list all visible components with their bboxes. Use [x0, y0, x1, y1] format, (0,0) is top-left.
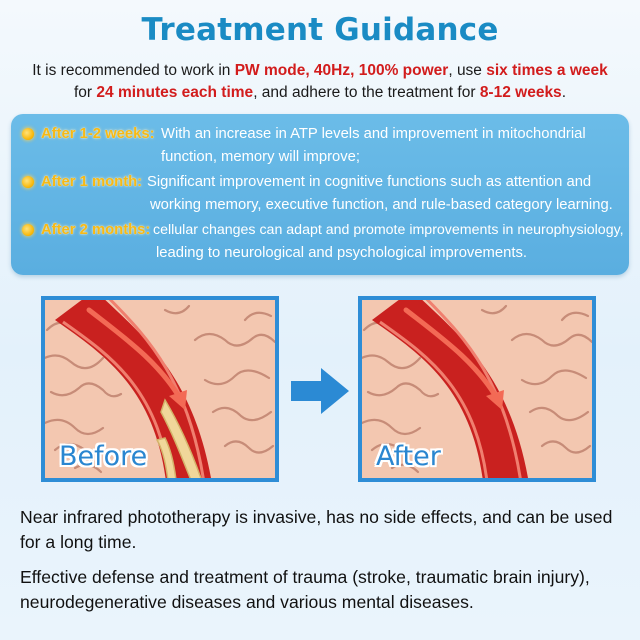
brain-vessel-clear-illustration: [362, 300, 592, 478]
arrow-right-icon: [291, 368, 349, 414]
before-caption: Before: [59, 441, 148, 472]
sun-bullet-icon: [22, 128, 34, 140]
step-text-line2: function, memory will improve;: [161, 149, 360, 165]
intro-text: It is recommended to work in PW mode, 40…: [20, 60, 620, 104]
before-image: Before: [41, 296, 279, 482]
intro-highlight-duration: 24 minutes each time: [96, 84, 254, 101]
intro-text-2: , use: [448, 62, 487, 79]
intro-text-5: .: [561, 84, 566, 101]
step-text-line1: cellular changes can adapt and promote i…: [153, 222, 624, 238]
step-text-line1: With an increase in ATP levels and impro…: [161, 126, 586, 142]
intro-highlight-frequency: six times a week: [486, 62, 608, 79]
after-caption: After: [376, 441, 441, 472]
sun-bullet-icon: [22, 224, 34, 236]
step-label: After 1 month:: [41, 174, 143, 190]
step-label: After 1-2 weeks:: [41, 126, 155, 142]
page-title: Treatment Guidance: [141, 12, 499, 48]
sun-bullet-icon: [22, 176, 34, 188]
intro-highlight-mode: PW mode, 40Hz, 100% power: [234, 62, 449, 79]
footer-paragraph-1: Near infrared phototherapy is invasive, …: [20, 507, 613, 552]
intro-text-4: , and adhere to the treatment for: [253, 84, 480, 101]
footer-paragraph-2: Effective defense and treatment of traum…: [20, 567, 590, 612]
step-text-line2: leading to neurological and psychologica…: [156, 245, 527, 261]
timeline-panel: After 1-2 weeks: With an increase in ATP…: [11, 114, 629, 275]
after-image: After: [358, 296, 596, 482]
intro-text-3: for: [73, 84, 97, 101]
intro-text-1: It is recommended to work in: [32, 62, 235, 79]
brain-vessel-blocked-illustration: [45, 300, 275, 478]
step-text-line1: Significant improvement in cognitive fun…: [147, 174, 592, 190]
step-label: After 2 months:: [41, 222, 151, 238]
intro-highlight-weeks: 8-12 weeks: [479, 84, 562, 101]
step-text-line2: working memory, executive function, and …: [150, 197, 613, 213]
